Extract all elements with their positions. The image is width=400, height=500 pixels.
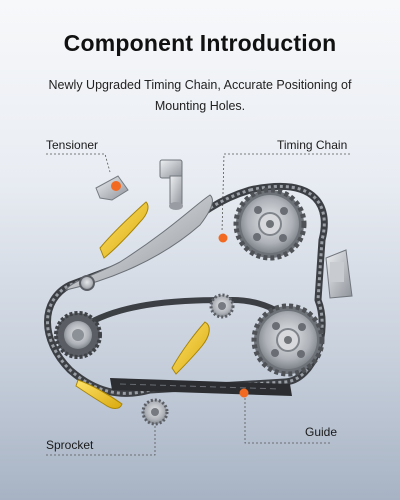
sprocket-leader bbox=[46, 426, 156, 456]
tensioner-part bbox=[95, 175, 129, 201]
highlight-markers bbox=[218, 233, 249, 398]
timing-chain-marker bbox=[218, 233, 228, 243]
idler-sprocket-lower bbox=[141, 398, 169, 426]
tensioner-leader bbox=[46, 153, 111, 173]
page-subtitle: Newly Upgraded Timing Chain, Accurate Po… bbox=[48, 78, 352, 113]
lower-cam-sprocket bbox=[251, 303, 325, 377]
tensioner-label: Tensioner bbox=[46, 138, 99, 152]
yellow-guide-mid bbox=[171, 321, 210, 375]
yellow-guide-top-left bbox=[99, 201, 149, 259]
right-chain-guide bbox=[325, 249, 353, 299]
yellow-guide-bottom-left bbox=[75, 379, 123, 409]
upper-cam-sprocket bbox=[233, 187, 307, 261]
guide-label: Guide bbox=[305, 425, 338, 439]
idler-sprocket-small bbox=[79, 275, 95, 291]
page-title: Component Introduction bbox=[63, 30, 337, 56]
callout-leaders bbox=[46, 153, 350, 456]
timing-chain-leader bbox=[221, 153, 350, 233]
idler-sprocket-upper bbox=[209, 293, 235, 319]
sprocket-label: Sprocket bbox=[46, 438, 94, 452]
guide-leader bbox=[244, 394, 330, 444]
timing-chain-label: Timing Chain bbox=[277, 138, 348, 152]
tensioner-plunger bbox=[159, 159, 183, 210]
crank-sprocket bbox=[54, 311, 102, 359]
guide-marker bbox=[239, 388, 249, 398]
